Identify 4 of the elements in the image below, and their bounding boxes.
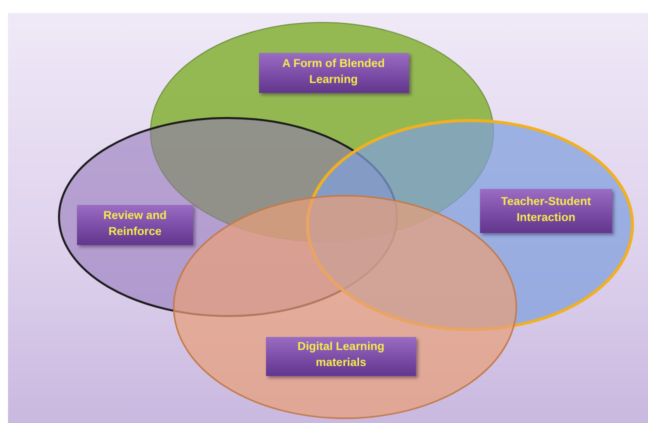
label-box: A Form of Blended Learning [258,53,408,93]
label-box: Digital Learning materials [266,336,416,376]
label-box: Review and Reinforce [77,205,193,245]
label-box: Teacher-Student Interaction [480,189,612,233]
